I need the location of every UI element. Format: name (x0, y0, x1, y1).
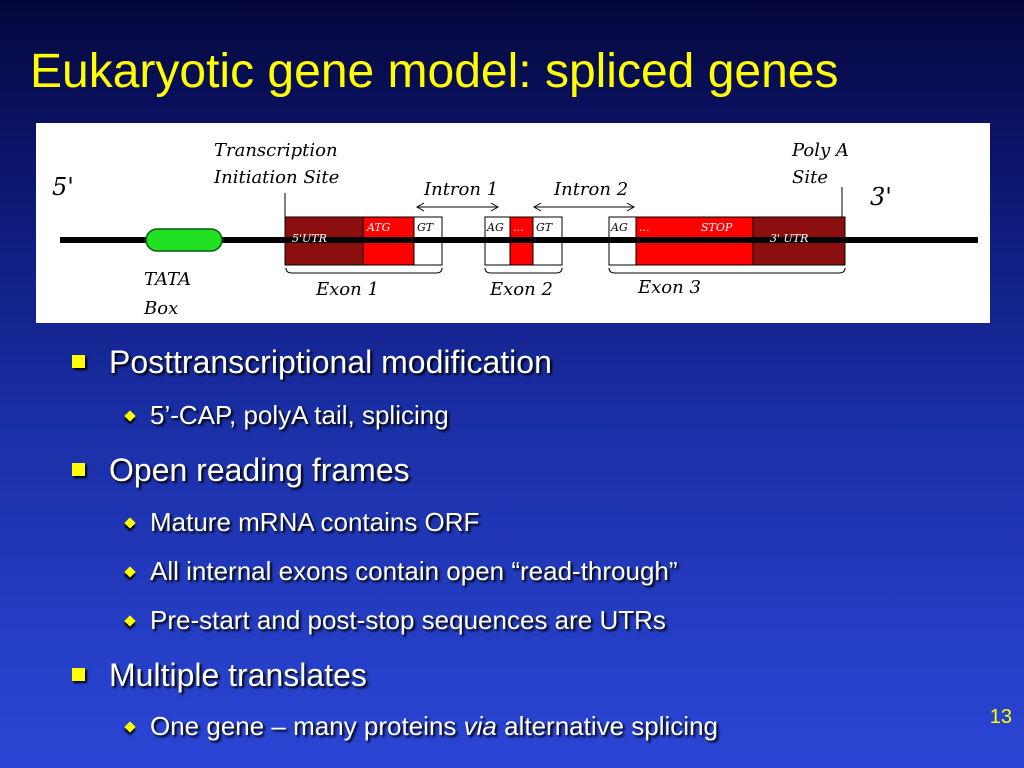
subbullet-utrs: Pre-start and post-stop sequences are UT… (122, 605, 666, 636)
subbullet-text-post: alternative splicing (496, 711, 719, 741)
gt1-label: GT (417, 221, 435, 234)
square-bullet-icon (72, 668, 85, 681)
tsi-label-line2: Initiation Site (213, 167, 339, 188)
polya-label-line2: Site (792, 167, 828, 188)
subbullet-text: Mature mRNA contains ORF (150, 507, 480, 537)
exon2-label: Exon 2 (489, 279, 553, 300)
intron2-label: Intron 2 (553, 179, 628, 200)
gene-model-svg: 5' 3' Transcription Initiation Site Poly… (52, 140, 978, 319)
bullet-open-reading-frames: Open reading frames (72, 452, 410, 489)
subbullet-text: 5’-CAP, polyA tail, splicing (150, 400, 449, 430)
bullet-posttranscriptional: Posttranscriptional modification (72, 344, 552, 381)
stop-label: STOP (701, 221, 733, 234)
gene-model-diagram: 5' 3' Transcription Initiation Site Poly… (36, 123, 990, 323)
ag2-label: AG (610, 221, 628, 234)
subbullet-text-pre: One gene – many proteins (150, 711, 464, 741)
gt2-label: GT (536, 221, 554, 234)
tata-label-line1: TATA (144, 269, 191, 290)
exon1-label: Exon 1 (315, 279, 379, 300)
square-bullet-icon (72, 355, 85, 368)
diamond-bullet-icon (124, 615, 136, 627)
atg-label: ATG (366, 221, 391, 234)
bullet-text: Posttranscriptional modification (109, 344, 552, 380)
five-prime-label: 5' (52, 173, 74, 201)
intron1-label: Intron 1 (423, 179, 498, 200)
exon3-bracket (608, 267, 846, 274)
intron2-arrow (532, 202, 636, 212)
three-prime-label: 3' (870, 183, 892, 211)
dots1-label: ... (513, 221, 524, 234)
ag1-label: AG (486, 221, 504, 234)
dna-backbone (60, 237, 978, 243)
bullet-text: Open reading frames (109, 452, 410, 488)
polya-label-line1: Poly A (791, 140, 849, 161)
subbullet-text: All internal exons contain open “read-th… (150, 556, 678, 586)
intron1-arrow (415, 202, 500, 212)
diamond-bullet-icon (124, 410, 136, 422)
exon2-bracket (484, 267, 563, 274)
bullet-text: Multiple translates (109, 657, 367, 693)
utr3-label: 3' UTR (770, 232, 808, 245)
subbullet-alternative-splicing: One gene – many proteins via alternative… (122, 711, 718, 742)
diamond-bullet-icon (124, 721, 136, 733)
tata-label-line2: Box (143, 298, 178, 319)
subbullet-cap-polya: 5’-CAP, polyA tail, splicing (122, 400, 449, 431)
tata-box-shape (145, 228, 223, 252)
subbullet-text-emphasis: via (463, 711, 497, 741)
square-bullet-icon (72, 463, 85, 476)
diamond-bullet-icon (124, 566, 136, 578)
tsi-label-line1: Transcription (214, 140, 338, 161)
diamond-bullet-icon (124, 517, 136, 529)
slide-title: Eukaryotic gene model: spliced genes (30, 45, 839, 98)
subbullet-mature-mrna: Mature mRNA contains ORF (122, 507, 479, 538)
exon1-bracket (285, 267, 443, 274)
subbullet-text: Pre-start and post-stop sequences are UT… (150, 605, 666, 635)
bullet-multiple-translates: Multiple translates (72, 657, 367, 694)
exon3-label: Exon 3 (637, 277, 701, 298)
utr5-label: 5'UTR (292, 232, 327, 245)
page-number: 13 (989, 706, 1012, 728)
dots2-label: ... (639, 221, 650, 234)
subbullet-internal-exons: All internal exons contain open “read-th… (122, 556, 678, 587)
